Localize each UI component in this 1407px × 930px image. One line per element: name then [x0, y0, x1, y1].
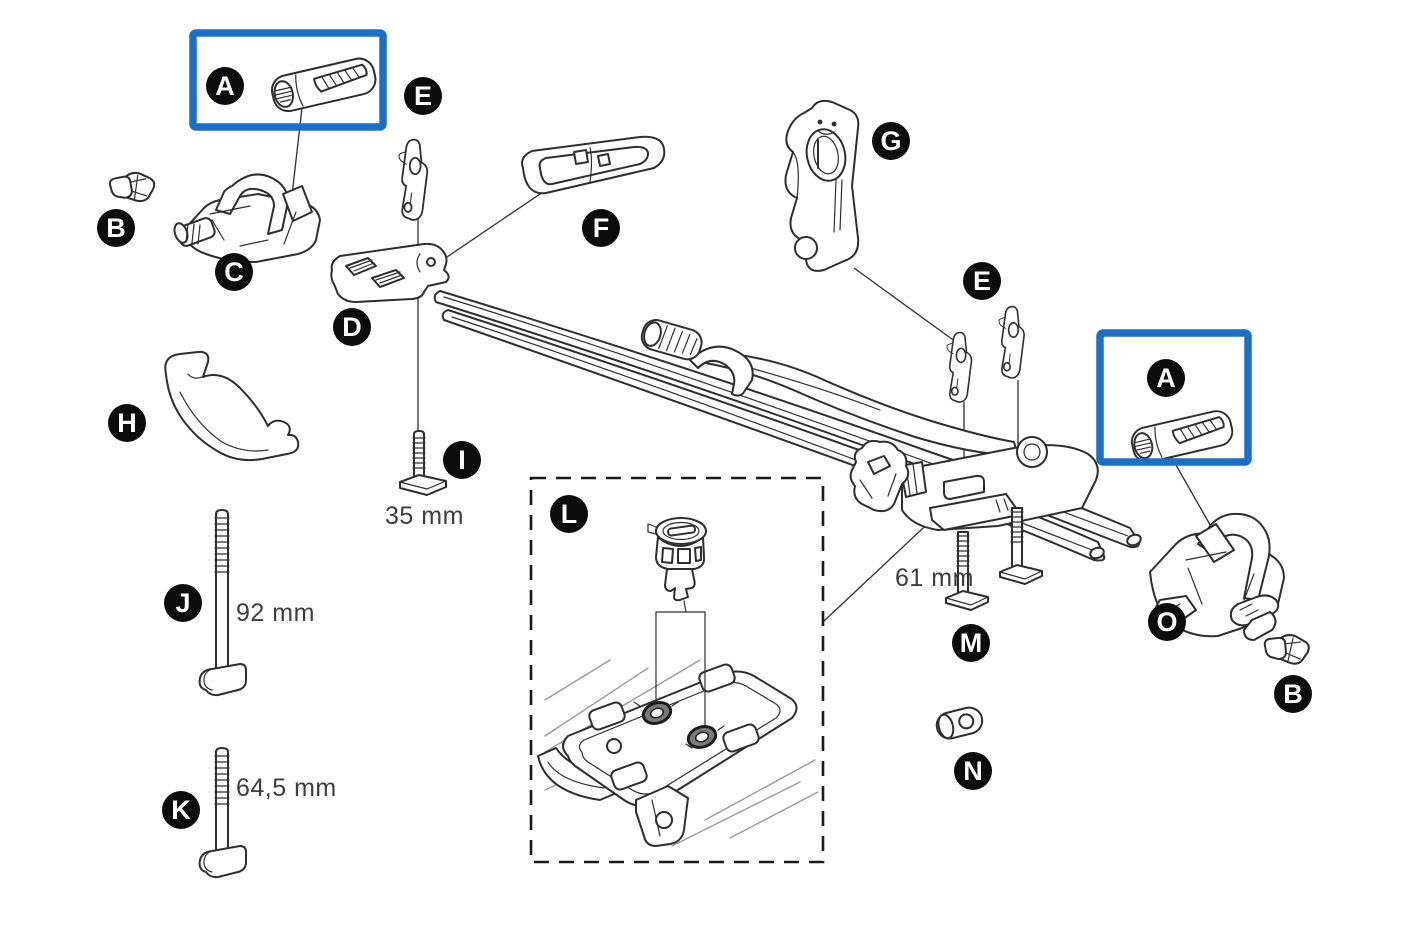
part-n-barrel-nut	[935, 706, 984, 740]
svg-text:J: J	[175, 588, 190, 618]
svg-text:L: L	[561, 499, 578, 529]
part-j-bolt	[198, 509, 247, 697]
svg-text:C: C	[224, 257, 244, 287]
measurement-64-5mm: 64,5 mm	[236, 774, 337, 802]
highlight-box-right	[1096, 329, 1252, 466]
measurement-61mm: 61 mm	[895, 564, 974, 592]
part-m-bolts	[945, 507, 1043, 611]
part-e-lever-left	[398, 138, 429, 221]
lock-detail-inset	[537, 517, 819, 847]
svg-text:O: O	[1156, 607, 1177, 637]
part-badge-k: K	[162, 791, 200, 829]
part-b-clip-right	[1261, 630, 1312, 667]
highlight-box-left	[189, 29, 387, 131]
part-badge-l: L	[550, 495, 588, 533]
svg-text:N: N	[963, 756, 983, 786]
part-k-bolt	[198, 747, 247, 879]
inset-detail-box	[529, 476, 825, 864]
svg-text:K: K	[171, 795, 191, 825]
part-b-clip-left	[108, 170, 156, 203]
svg-text:B: B	[106, 213, 126, 243]
part-e-lever-right-1	[946, 331, 973, 403]
part-f-ring	[521, 135, 666, 195]
part-badge-b-left: B	[97, 209, 135, 247]
part-badge-j: J	[164, 584, 202, 622]
part-c-bracket	[173, 173, 321, 263]
part-badge-o: O	[1148, 603, 1186, 641]
part-badge-a-right: A	[1147, 359, 1185, 397]
svg-text:I: I	[458, 445, 466, 475]
part-a-pad-right	[1128, 407, 1237, 466]
part-badge-d: D	[333, 308, 371, 346]
svg-text:A: A	[1156, 363, 1176, 393]
svg-text:B: B	[1283, 679, 1303, 709]
part-badge-h: H	[108, 404, 146, 442]
part-h-cradle	[164, 350, 300, 462]
part-g-tower	[784, 99, 860, 272]
svg-text:E: E	[973, 266, 991, 296]
svg-text:A: A	[215, 71, 235, 101]
lock-cylinder	[647, 517, 707, 602]
part-badge-m: M	[952, 624, 990, 662]
part-badge-i: I	[443, 441, 481, 479]
part-badge-b-right: B	[1274, 675, 1312, 713]
part-badge-f: F	[582, 209, 620, 247]
part-badge-g: G	[872, 122, 910, 160]
svg-text:D: D	[342, 312, 362, 342]
measurement-92mm: 92 mm	[236, 599, 315, 627]
part-e-lever-right-2	[998, 305, 1025, 379]
svg-text:M: M	[960, 628, 983, 658]
part-a-pad-left	[268, 54, 380, 116]
svg-text:F: F	[593, 213, 610, 243]
wheel-tray-rail	[433, 290, 1142, 562]
part-badge-c: C	[215, 253, 253, 291]
part-badge-n: N	[954, 752, 992, 790]
measurement-35mm: 35 mm	[385, 502, 464, 530]
svg-text:H: H	[117, 408, 137, 438]
part-badge-e-left: E	[404, 77, 442, 115]
part-d-plate	[330, 242, 450, 303]
svg-text:G: G	[880, 126, 901, 156]
part-i-bolt	[399, 430, 447, 496]
adjustment-knob	[849, 439, 910, 513]
part-badge-a-left: A	[206, 67, 244, 105]
part-badge-e-right: E	[963, 262, 1001, 300]
svg-text:E: E	[414, 81, 432, 111]
